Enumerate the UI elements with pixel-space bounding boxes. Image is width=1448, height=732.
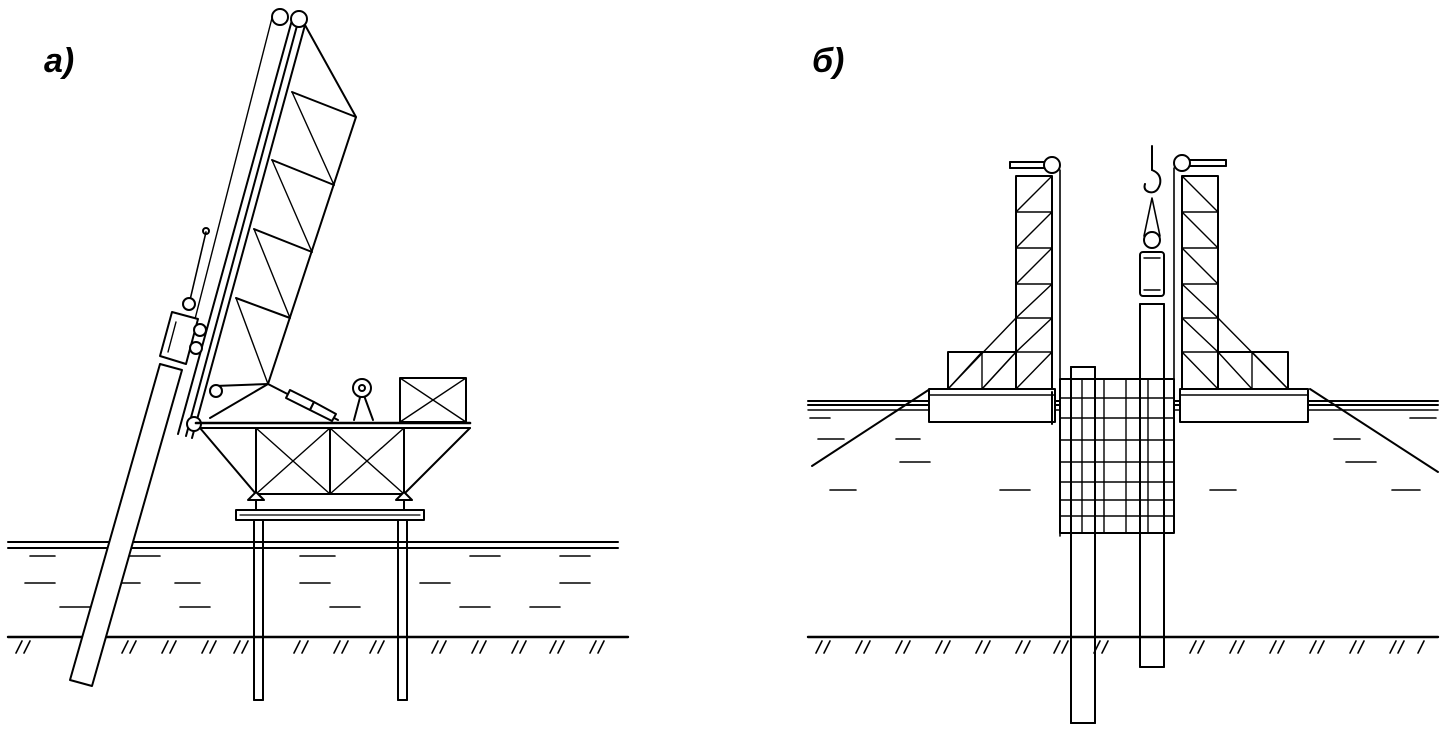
panel-b-ground	[808, 637, 1438, 653]
panel-a-inclined-pile	[70, 364, 182, 686]
pulley-icon	[1174, 155, 1190, 171]
panel-a-label: а)	[44, 42, 75, 80]
pulley-icon	[291, 11, 307, 27]
crane-hook-icon	[1145, 170, 1161, 192]
panel-a-ground	[8, 637, 628, 653]
pulley-icon	[1044, 157, 1060, 173]
panel-b-right-tower	[1174, 155, 1226, 532]
panel-a-hammer	[160, 228, 209, 364]
panel-a-hydraulic-strut	[268, 384, 338, 421]
panel-b-left-pile	[1071, 367, 1095, 723]
panel-a-vertical-piles	[254, 520, 407, 700]
panel-a-base-truss	[196, 384, 470, 494]
panel-a-leader-mast	[178, 9, 307, 438]
panel-a-winch	[353, 379, 373, 420]
panel-a-supports	[236, 492, 424, 520]
panel-b-central-frame	[1060, 379, 1174, 533]
panel-b-right-pontoon	[1180, 318, 1308, 422]
panel-b-right-pile	[1140, 304, 1164, 667]
panel-b-label: б)	[812, 42, 845, 80]
pulley-icon	[272, 9, 288, 25]
panel-b-hammer	[1140, 146, 1164, 296]
panel-b-left-tower	[1010, 157, 1060, 536]
panel-a-counterweight	[400, 378, 466, 422]
panel-a-leader-truss	[210, 25, 356, 397]
panel-b-left-pontoon	[929, 318, 1055, 422]
